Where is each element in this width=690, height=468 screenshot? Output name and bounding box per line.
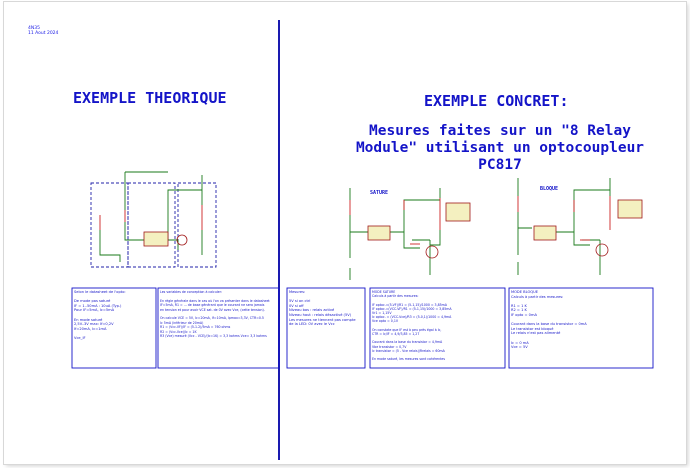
left-box-a-text: Selon le datasheet de l'opto: De mode pa… — [74, 290, 126, 340]
bloque-transistor — [595, 243, 609, 257]
bloque-schematic — [517, 178, 611, 275]
right-subtitle: Mesures faites sur un "8 Relay Module" u… — [355, 123, 645, 173]
right-box-b — [508, 287, 654, 369]
left-box-b-text: Les variables de conception à calculer: … — [160, 290, 270, 339]
mid-box-a — [286, 287, 366, 369]
sature-transistor — [425, 245, 439, 259]
left-box-a — [71, 287, 157, 369]
left-schematic — [90, 171, 217, 268]
left-box-b — [157, 287, 280, 369]
header-line-2: 11 Aout 2024 — [28, 31, 59, 36]
left-title: EXEMPLE THEORIQUE — [73, 89, 227, 107]
right-box-b-text: MODE BLOQUE Calculs à partir des mesures… — [511, 290, 587, 350]
right-title: EXEMPLE CONCRET: — [424, 92, 569, 110]
bloque-relay — [617, 199, 643, 219]
mid-box-a-text: Mesures: 5V si on ctrl 0V si off Niveau … — [289, 290, 356, 327]
left-transistor — [176, 234, 188, 246]
left-optocoupler — [143, 231, 169, 247]
mid-box-b-text: MODE SATURE Calculs à partir des mesures… — [372, 290, 452, 362]
header-line-1: 4N35 — [28, 26, 40, 31]
schematic-sheet — [4, 2, 686, 464]
label-sature: SATURE — [370, 190, 389, 196]
section-divider — [278, 20, 280, 460]
sheet-header: 4N35 11 Aout 2024 — [28, 26, 58, 36]
mid-box-b — [369, 287, 506, 369]
sature-relay — [445, 202, 471, 222]
sature-optocoupler — [367, 225, 391, 241]
bloque-optocoupler — [533, 225, 557, 241]
label-bloque: BLOQUE — [540, 186, 559, 192]
sature-schematic — [349, 188, 441, 280]
